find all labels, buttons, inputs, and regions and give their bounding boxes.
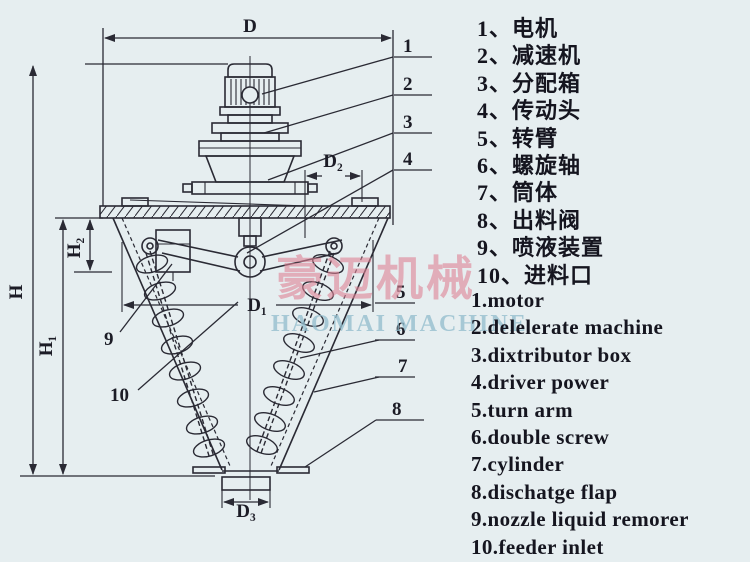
dimension-labels: D D₁ D₂ D₃ H H₁ H₂ [6,16,343,522]
legend-cn-item: 3、分配箱 [477,70,582,96]
dim-label-h: H [6,284,27,299]
cover-plate [99,197,391,219]
legend-cn-item: 2、减速机 [477,43,582,69]
turn-arm [141,237,343,272]
dim-label-d3: D₃ [236,501,256,522]
legend-en-item: 1.motor [471,288,545,312]
discharge-outlet [192,466,310,491]
callout-5: 5 [396,282,406,303]
dim-label-h2: H₂ [64,237,85,258]
legend-en-item: 5.turn arm [471,397,573,422]
drive-head [234,217,266,278]
legend-en-item: 9.nozzle liquid remorer [471,507,689,532]
callout-leaders [119,30,432,468]
cone-body [112,217,389,471]
callout-numbers: 1 2 3 4 5 6 7 8 9 10 [104,36,413,420]
legend-cn-item: 9、喷液装置 [477,235,605,261]
callout-10: 10 [110,385,129,406]
distribution-box [182,140,318,195]
legend-cn-item: 4、传动头 [477,98,582,124]
callout-9: 9 [104,329,114,350]
mixer-machine [99,56,391,500]
legend-en-item: 10.feeder inlet [471,534,604,559]
callout-6: 6 [396,319,406,340]
callout-4: 4 [403,149,413,170]
legend-cn-item: 8、出料阀 [477,207,582,233]
legend-cn-item: 10、进料口 [477,262,594,288]
dim-label-d2: D₂ [323,151,343,172]
callout-8: 8 [392,399,402,420]
legend-en-item: 3.dixtributor box [471,342,632,367]
legend-en-item: 8.dischatge flap [471,479,618,504]
legend-chinese: 1、电机 2、减速机 3、分配箱 4、传动头 5、转臂 6、螺旋轴 7、筒体 8… [477,15,604,289]
legend-en-item: 6.double screw [471,425,610,450]
legend-en-item: 2.delelerate machine [471,315,664,340]
dim-label-h1: H₁ [36,336,57,356]
legend-en-item: 4.driver power [471,370,610,395]
right-screw [246,250,344,457]
legend-en-item: 7.cylinder [471,452,565,477]
legend-cn-item: 7、筒体 [477,180,559,206]
legend-english: 1.motor 2.delelerate machine 3.dixtribut… [471,287,689,561]
legend-cn-item: 5、转臂 [477,125,559,151]
dim-label-d: D [243,16,257,37]
legend-cn-item: 6、螺旋轴 [477,153,582,179]
dimension-lines [20,28,392,508]
callout-1: 1 [403,36,413,57]
legend-cn-item: 1、电机 [477,16,559,41]
nozzle-device [155,229,191,281]
callout-2: 2 [403,74,413,95]
callout-3: 3 [403,112,413,133]
callout-7: 7 [398,356,408,377]
left-screw [135,250,226,460]
dim-label-d1: D₁ [247,295,266,316]
